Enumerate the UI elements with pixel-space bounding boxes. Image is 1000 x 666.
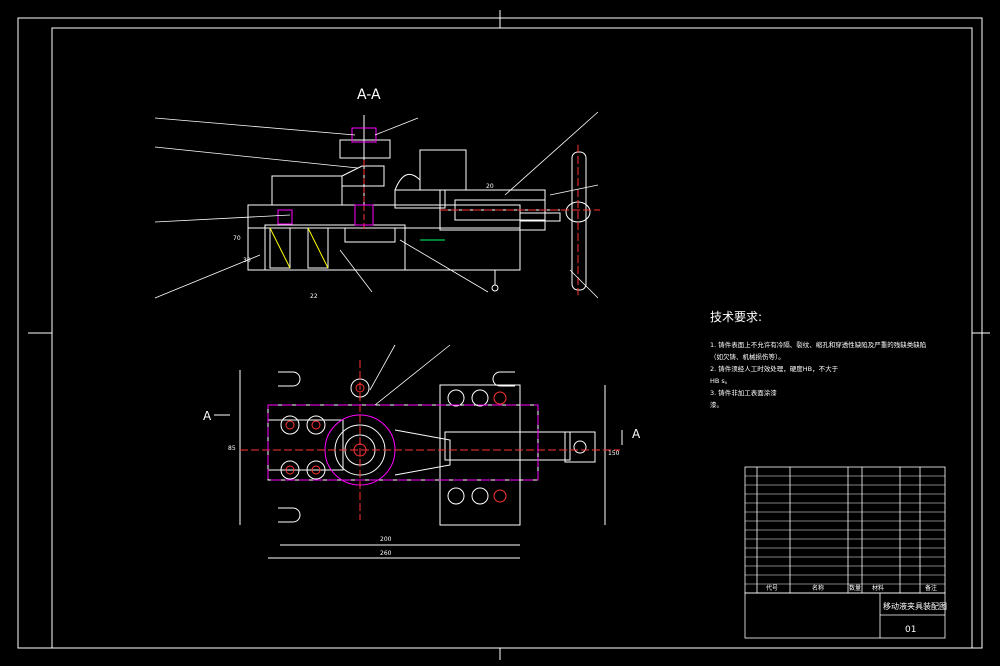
tech-requirements-lines: 1. 铸件表面上不允许有冷隔、裂纹、缩孔和穿透性缺陷及严重的残缺类缺陷 （如欠铸、… [710,339,960,411]
plan-view [239,370,606,559]
tech-requirement-line: （如欠铸、机械损伤等）。 [710,353,785,361]
drawing-scale: 01 [905,625,916,635]
section-label: A-A [357,87,381,103]
col-name: 名称 [812,584,824,592]
section-leaders [154,111,599,299]
tech-requirement-line: 1. 铸件表面上不允许有冷隔、裂纹、缩孔和穿透性缺陷及严重的残缺类缺陷 [710,341,927,349]
dim-5: 22 [310,293,318,300]
plan-view-details [240,360,620,520]
dim-4: 30 [243,257,251,264]
tech-requirement-line: 3. 铸件非加工表面涂漆 [710,389,777,397]
inner-frame [51,27,973,649]
plan-leader [369,344,396,391]
drawing-name: 移动液夹具装配图 [883,601,947,611]
tech-requirements: 技术要求: 1. 铸件表面上不允许有冷隔、裂纹、缩孔和穿透性缺陷及严重的残缺类缺… [710,308,960,411]
col-qty: 数量 [849,584,861,592]
dim-2: 200 [380,536,392,543]
col-code: 代号 [766,584,778,592]
tech-requirements-title: 技术要求: [710,310,763,324]
frame-center-marks [28,10,990,660]
parts-rows [745,475,945,585]
dim-1: 70 [233,235,241,242]
tech-requirement-line: 漆。 [710,401,723,409]
view-marker-right: A [632,427,641,441]
parts-list [744,466,946,639]
col-material: 材料 [872,584,884,592]
tech-requirement-line: 2. 铸件须经人工时效处理，硬度HB，不大于 [710,365,839,373]
plan-leader-2 [374,344,451,406]
view-marker-left: A [203,409,212,423]
section-hatch [269,127,600,295]
dim-6: 20 [486,183,494,190]
tech-requirement-line: HB s。 [710,377,732,385]
dim-7: 85 [228,445,236,452]
dim-3: 260 [380,550,392,557]
section-view [247,115,591,292]
dim-8: 150 [608,450,620,457]
col-note: 备注 [925,584,937,592]
